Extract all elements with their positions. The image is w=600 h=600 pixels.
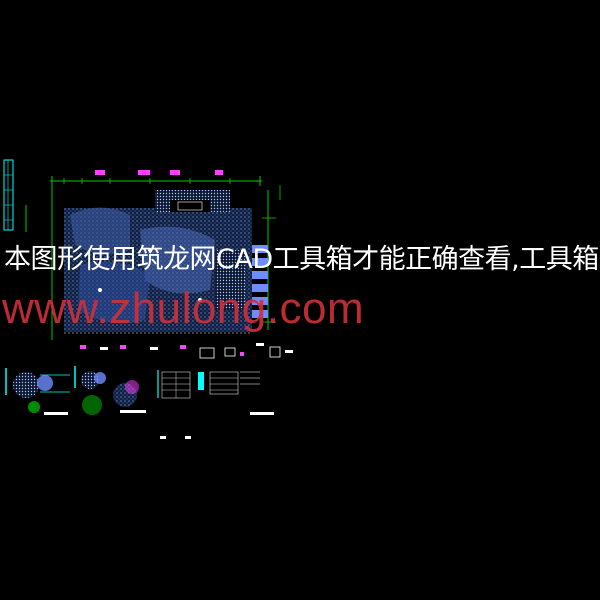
detail-drawing-1 xyxy=(5,368,70,415)
plan-annotations xyxy=(80,343,293,359)
detail-table xyxy=(157,370,274,439)
site-plan xyxy=(64,190,252,334)
top-dimension-line xyxy=(50,170,262,186)
watermark-url[interactable]: www.zhulong.com xyxy=(2,284,365,333)
detail-drawing-2 xyxy=(74,366,146,415)
right-legend-stack xyxy=(252,185,281,330)
cad-toolbox-notice: 本图形使用筑龙网CAD工具箱才能正确查看,工具箱下载地址为: xyxy=(4,244,600,275)
left-scale-bar xyxy=(3,159,27,232)
